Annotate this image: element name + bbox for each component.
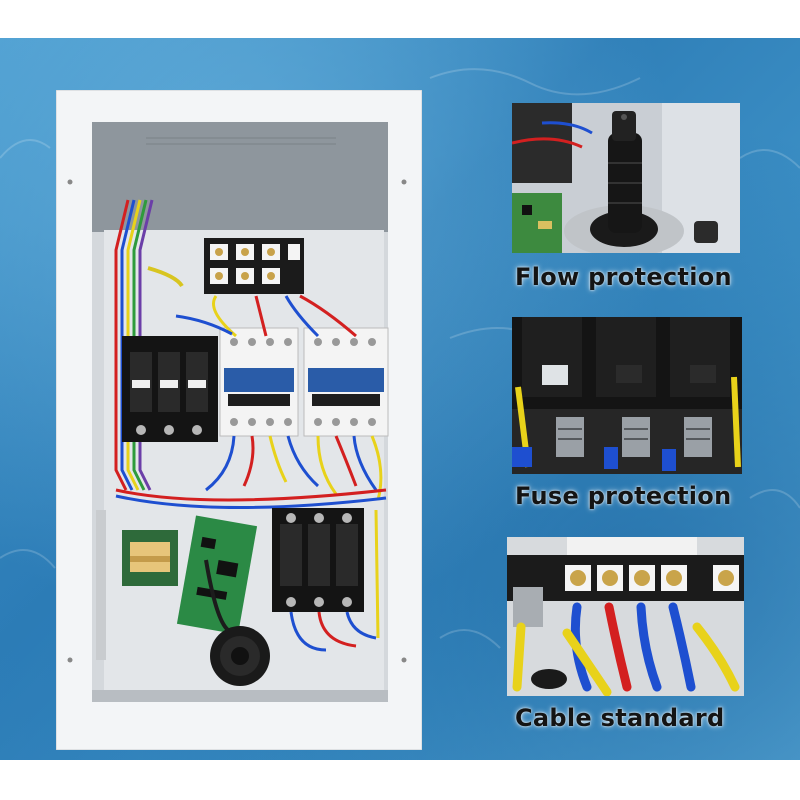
flow-protection-caption: Flow protection	[515, 263, 732, 291]
water-ripples	[0, 68, 800, 649]
fuse-protection-caption: Fuse protection	[515, 482, 732, 510]
flow-protection-photo	[512, 103, 740, 253]
cable-standard-photo	[507, 537, 744, 696]
cable-standard-caption: Cable standard	[515, 704, 725, 732]
control-cabinet-photo	[56, 90, 422, 750]
fuse-protection-photo	[512, 317, 742, 474]
